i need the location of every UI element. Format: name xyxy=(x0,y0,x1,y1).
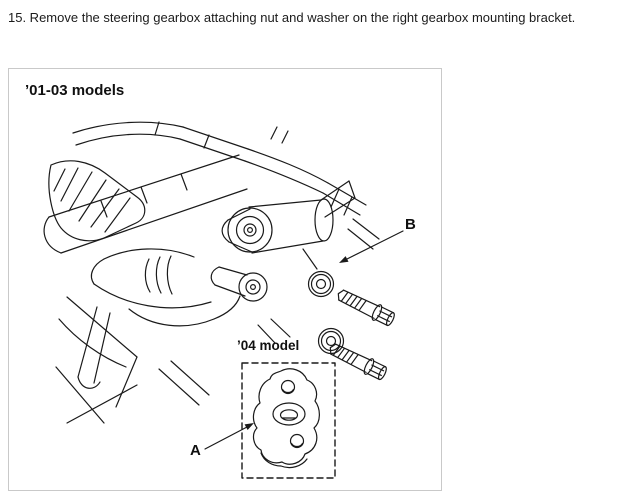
washer-upper xyxy=(307,270,335,298)
steering-rack-tube xyxy=(43,154,248,254)
steering-gearbox-diagram: ’01-03 models B ’04 model A xyxy=(25,82,416,479)
figure-title: ’01-03 models xyxy=(25,82,124,99)
inset-label: ’04 model xyxy=(237,338,299,353)
label-b-arrow xyxy=(339,230,404,263)
step-instruction: 15. Remove the steering gearbox attachin… xyxy=(8,10,576,25)
inset-dashed-box xyxy=(241,362,336,479)
bolt-lower xyxy=(325,339,390,383)
gearbox-housing xyxy=(90,248,291,344)
mounting-cylinder xyxy=(221,180,356,254)
lower-bushing xyxy=(210,266,268,302)
label-a: A xyxy=(190,442,201,459)
bolt-upper xyxy=(333,285,398,329)
label-a-arrow xyxy=(204,423,254,450)
engine-bay-sketch xyxy=(48,121,380,424)
bracket-plate-04 xyxy=(252,368,320,469)
figure-frame: ’01-03 models B ’04 model A xyxy=(8,68,442,491)
label-b: B xyxy=(405,216,416,233)
